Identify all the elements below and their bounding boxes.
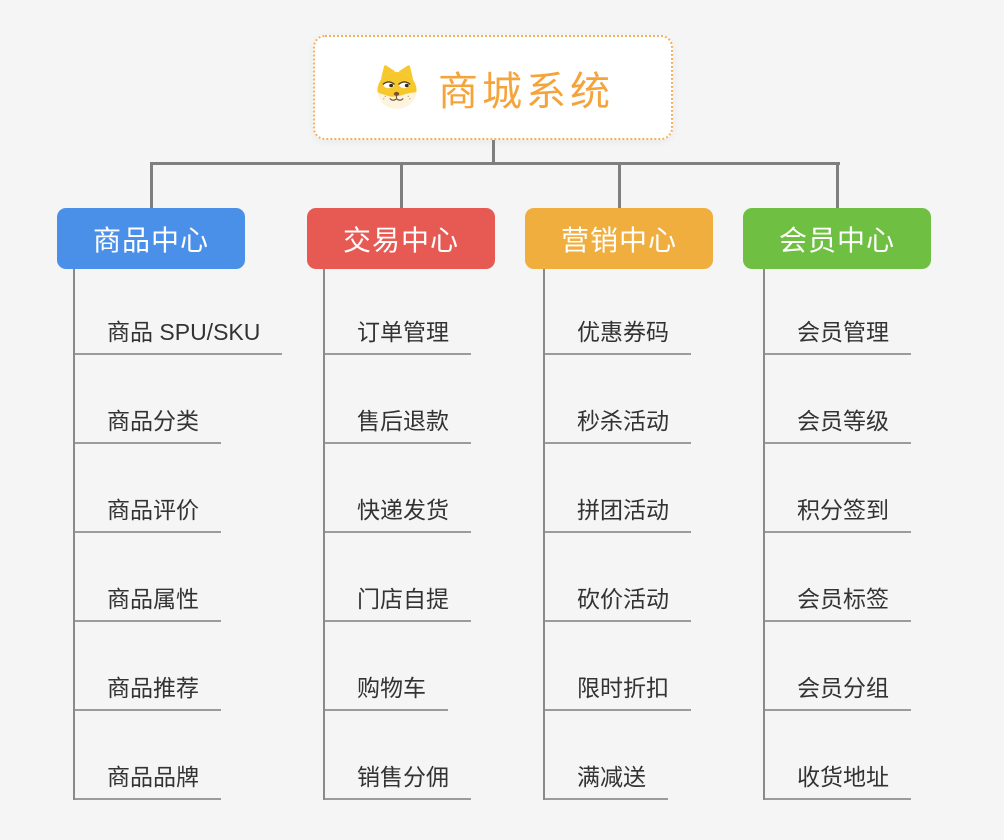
branch-node[interactable]: 交易中心 — [307, 208, 495, 269]
child-topic-label: 商品属性 — [107, 586, 199, 612]
connector-branch-drop — [399, 163, 403, 208]
child-topic-label: 门店自提 — [357, 586, 449, 612]
branch-children: 订单管理售后退款快递发货门店自提购物车销售分佣 — [323, 269, 471, 800]
child-topic-label: 商品品牌 — [107, 764, 199, 790]
child-topic-label: 商品分类 — [107, 408, 199, 434]
root-node[interactable]: 商城系统 — [313, 35, 673, 140]
child-topic-label: 收货地址 — [797, 764, 889, 790]
branch-node[interactable]: 会员中心 — [743, 208, 931, 269]
child-topic[interactable]: 商品 SPU/SKU — [75, 269, 283, 355]
dog-face-icon — [377, 65, 417, 110]
connector-root-stub — [491, 140, 495, 163]
branch-label: 商品中心 — [92, 224, 209, 256]
branch-children: 商品 SPU/SKU 商品分类商品评价商品属性商品推荐商品品牌 — [73, 269, 283, 800]
child-topic[interactable]: 会员分组 — [765, 622, 911, 711]
child-topic[interactable]: 会员管理 — [765, 269, 911, 355]
child-topic-label: 会员管理 — [797, 319, 889, 345]
child-topic[interactable]: 拼团活动 — [545, 444, 691, 533]
child-topic-label: 订单管理 — [357, 319, 449, 345]
child-topic-label: 限时折扣 — [577, 675, 669, 701]
branch-node[interactable]: 商品中心 — [57, 208, 245, 269]
root-title: 商城系统 — [438, 69, 614, 114]
child-topic-label: 秒杀活动 — [577, 408, 669, 434]
child-topic[interactable]: 砍价活动 — [545, 533, 691, 622]
child-topic[interactable]: 商品评价 — [75, 444, 221, 533]
child-topic[interactable]: 会员等级 — [765, 355, 911, 444]
child-topic-label: 会员标签 — [797, 586, 889, 612]
child-topic-label: 快递发货 — [357, 497, 449, 523]
branch-label: 交易中心 — [342, 224, 459, 256]
child-topic[interactable]: 商品属性 — [75, 533, 221, 622]
branch-children: 会员管理会员等级积分签到会员标签会员分组收货地址 — [763, 269, 911, 800]
child-topic-label: 售后退款 — [357, 408, 449, 434]
child-topic[interactable]: 销售分佣 — [325, 711, 471, 800]
child-topic[interactable]: 快递发货 — [325, 444, 471, 533]
child-topic[interactable]: 优惠券码 — [545, 269, 691, 355]
child-topic[interactable]: 秒杀活动 — [545, 355, 691, 444]
child-topic[interactable]: 商品分类 — [75, 355, 221, 444]
branch-label: 营销中心 — [560, 224, 677, 256]
connector-branch-drop — [149, 163, 153, 208]
child-topic[interactable]: 购物车 — [325, 622, 448, 711]
child-topic-label: 拼团活动 — [577, 497, 669, 523]
child-topic-label: 会员分组 — [797, 675, 889, 701]
child-topic[interactable]: 收货地址 — [765, 711, 911, 800]
child-topic-label: 商品推荐 — [107, 675, 199, 701]
child-topic-label: 购物车 — [357, 675, 426, 701]
child-topic[interactable]: 满减送 — [545, 711, 668, 800]
child-topic-label: 商品 SPU/SKU — [107, 319, 261, 345]
connector-bus — [149, 162, 840, 165]
child-topic[interactable]: 会员标签 — [765, 533, 911, 622]
connector-branch-drop — [617, 163, 621, 208]
child-topic-label: 积分签到 — [797, 497, 889, 523]
child-topic[interactable]: 商品推荐 — [75, 622, 221, 711]
branch-children: 优惠券码秒杀活动拼团活动砍价活动限时折扣满减送 — [543, 269, 691, 800]
child-topic-label: 优惠券码 — [577, 319, 669, 345]
child-topic[interactable]: 商品品牌 — [75, 711, 221, 800]
child-topic-label: 会员等级 — [797, 408, 889, 434]
branch-label: 会员中心 — [778, 224, 895, 256]
child-topic-label: 销售分佣 — [357, 764, 449, 790]
child-topic-label: 砍价活动 — [577, 586, 669, 612]
child-topic[interactable]: 门店自提 — [325, 533, 471, 622]
child-topic[interactable]: 售后退款 — [325, 355, 471, 444]
child-topic[interactable]: 限时折扣 — [545, 622, 691, 711]
child-topic[interactable]: 积分签到 — [765, 444, 911, 533]
child-topic[interactable]: 订单管理 — [325, 269, 471, 355]
child-topic-label: 满减送 — [577, 764, 646, 790]
branch-node[interactable]: 营销中心 — [525, 208, 713, 269]
child-topic-label: 商品评价 — [107, 497, 199, 523]
connector-branch-drop — [835, 163, 839, 208]
